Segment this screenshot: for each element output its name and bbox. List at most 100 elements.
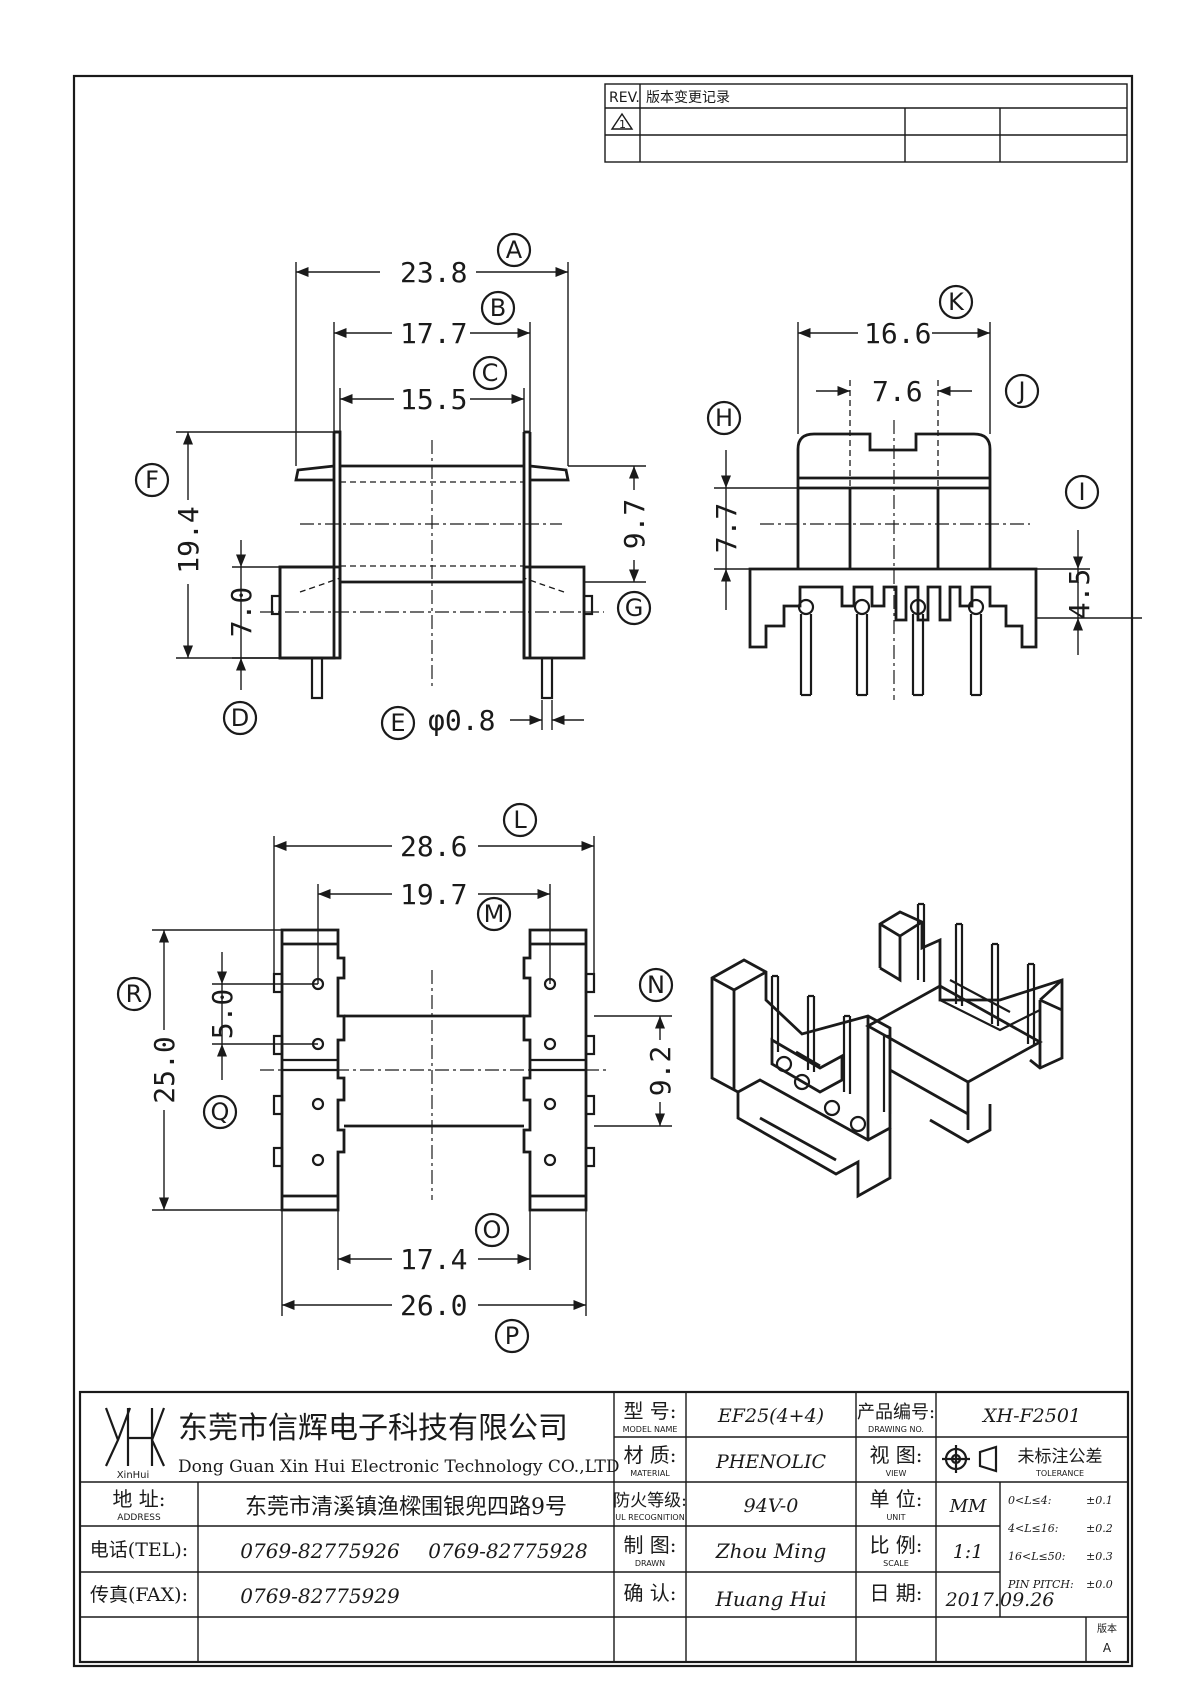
callout-B: B [480,290,516,326]
scale-label-en: SCALE [883,1559,909,1568]
callout-N: N [638,967,674,1003]
view-label-en: VIEW [886,1469,907,1478]
front-view: 23.8 17.7 15.5 19.4 7.0 9.7 [134,232,652,741]
svg-text:D: D [231,704,249,732]
callout-A: A [496,232,532,268]
tolerance-range-3: 16<L≤50: [1008,1550,1065,1563]
dim-I-value: 4.5 [1063,569,1096,620]
callout-K: K [938,284,974,320]
callout-I: I [1064,474,1100,510]
dim-P-value: 26.0 [400,1289,467,1322]
fax-label: 传真(FAX): [90,1584,188,1606]
checked-value: Huang Hui [714,1587,826,1611]
svg-text:C: C [482,359,499,387]
date-value: 2017.09.26 [945,1589,1055,1611]
rev-label: REV. [609,90,640,106]
unit-value: MM [949,1496,987,1517]
callout-F: F [134,462,170,498]
tolerance-value-3: ±0.3 [1086,1550,1113,1563]
svg-text:F: F [145,466,159,494]
tolerance-range-1: 0<L≤4: [1008,1494,1051,1507]
dim-B-value: 17.7 [400,317,467,350]
drawing-no-label-en: DRAWING NO. [868,1425,924,1434]
dim-L-value: 28.6 [400,830,467,863]
dim-O-value: 17.4 [400,1243,467,1276]
unit-label: 单 位: [869,1487,922,1511]
unit-label-en: UNIT [886,1513,905,1522]
dim-D-value: 7.0 [225,587,258,638]
model-label: 型 号: [623,1399,676,1423]
dim-A-value: 23.8 [400,256,467,289]
callout-P: P [494,1318,530,1354]
revision-triangle-icon [610,112,634,130]
tolerance-range-2: 4<L≤16: [1007,1522,1058,1535]
tel-1: 0769-82775926 [240,1539,400,1563]
material-label: 材 质: [623,1443,676,1467]
svg-text:E: E [390,709,405,737]
change-record-label: 版本变更记录 [646,90,730,106]
version-label: 版本 [1097,1622,1117,1635]
checked-label: 确 认: [623,1581,676,1605]
version-value: A [1103,1641,1112,1655]
revision-table: REV. 版本变更记录 1 [604,83,1128,163]
tolerance-value-1: ±0.1 [1086,1494,1113,1507]
model-value: EF25(4+4) [717,1405,824,1427]
callout-O: O [474,1212,510,1248]
svg-text:G: G [625,594,644,622]
callout-M: M [476,896,512,932]
dim-J-value: 7.6 [872,375,923,408]
dim-M-value: 19.7 [400,878,467,911]
fire-rating-value: 94V-0 [744,1495,799,1517]
callout-G: G [616,590,652,626]
callout-C: C [472,355,508,391]
drawn-label-en: DRAWN [635,1559,665,1568]
tolerance-value-4: ±0.0 [1086,1578,1113,1591]
drawn-label: 制 图: [623,1533,676,1557]
svg-text:Q: Q [211,1098,230,1126]
drawn-value: Zhou Ming [715,1539,827,1563]
company-name-cn: 东莞市信辉电子科技有限公司 [178,1411,568,1446]
address-value: 东莞市清溪镇渔樑围银兜四路9号 [245,1495,567,1520]
date-label: 日 期: [869,1581,922,1605]
tolerance-label-en: TOLERANCE [1035,1469,1084,1478]
company-logo-icon [104,1407,166,1467]
callout-H: H [706,400,742,436]
scale-value: 1:1 [953,1541,984,1563]
dim-N-value: 9.2 [644,1046,677,1097]
dim-G-value: 9.7 [618,499,651,550]
scale-label: 比 例: [869,1533,922,1557]
dim-K-value: 16.6 [864,317,931,350]
svg-text:A: A [506,236,523,264]
address-label-en: ADDRESS [117,1513,161,1523]
callout-E: E [380,705,416,741]
material-label-en: MATERIAL [630,1469,670,1478]
fire-rating-label-en: UL RECOGNITION [615,1513,684,1522]
callout-R: R [116,976,152,1012]
svg-text:P: P [505,1322,519,1350]
svg-text:L: L [513,806,527,834]
callout-Q: Q [202,1094,238,1130]
tolerance-range-4: PIN PITCH: [1007,1578,1074,1591]
fire-rating-label: 防火等级: [613,1491,687,1511]
dim-E-value: φ0.8 [428,704,495,737]
svg-text:R: R [126,980,143,1008]
sheet-border [72,74,1134,1668]
svg-text:I: I [1078,478,1085,506]
logo-caption: XinHui [117,1470,150,1481]
address-label: 地 址: [112,1487,165,1511]
callout-J: J [1004,373,1040,409]
view-label: 视 图: [869,1443,922,1467]
side-view: 16.6 7.6 7.7 4.5 K J H I [706,284,1142,700]
tel-2: 0769-82775928 [428,1539,587,1563]
material-value: PHENOLIC [715,1451,827,1473]
svg-text:J: J [1016,377,1025,405]
drawing-no-value: XH-F2501 [981,1405,1081,1427]
title-block: XinHui 东莞市信辉电子科技有限公司 Dong Guan Xin Hui E… [78,1390,1130,1664]
bottom-view: 28.6 19.7 25.0 5.0 9.2 17.4 [116,802,677,1354]
svg-text:N: N [647,971,665,999]
tolerance-label: 未标注公差 [1018,1447,1103,1467]
projection-symbol-icon [942,1445,998,1473]
svg-text:K: K [948,288,965,316]
callout-L: L [502,802,538,838]
